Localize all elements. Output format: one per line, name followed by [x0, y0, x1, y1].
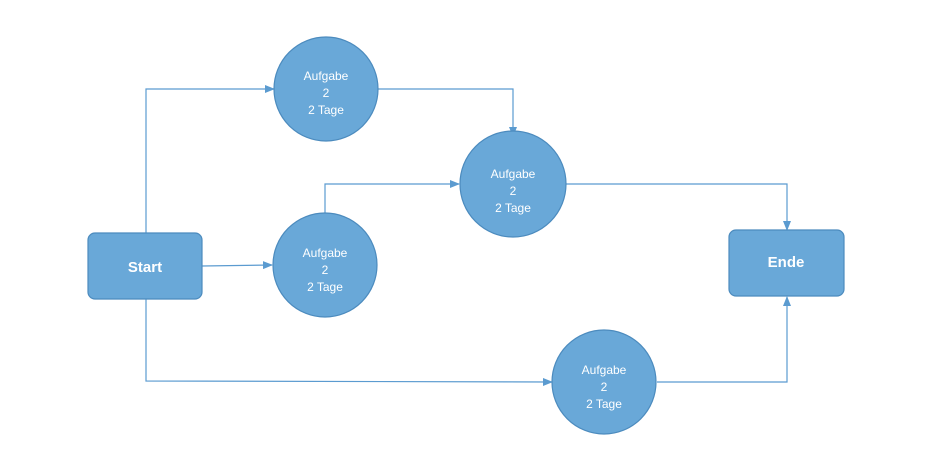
task-node-top[interactable]: Aufgabe 2 2 Tage	[273, 36, 379, 142]
task-top-duration: 2 Tage	[308, 103, 344, 117]
task-center-duration: 2 Tage	[495, 201, 531, 215]
connector-task-center-to-end	[566, 183, 791, 231]
connector-start-to-task-bottom	[145, 299, 553, 386]
task-center-number: 2	[510, 184, 517, 198]
end-label: Ende	[768, 254, 805, 271]
connector-start-to-task-top	[145, 85, 275, 233]
task-node-center[interactable]: Aufgabe 2 2 Tage	[459, 130, 567, 238]
task-node-middle[interactable]: Aufgabe 2 2 Tage	[272, 212, 378, 318]
task-bottom-number: 2	[601, 380, 608, 394]
end-node[interactable]: Ende	[728, 229, 845, 297]
connector-task-middle-to-task-center	[324, 180, 460, 213]
connector-start-to-task-middle	[201, 261, 273, 270]
task-middle-duration: 2 Tage	[307, 280, 343, 294]
task-middle-title: Aufgabe	[303, 246, 348, 260]
task-bottom-duration: 2 Tage	[586, 397, 622, 411]
task-bottom-title: Aufgabe	[582, 363, 627, 377]
task-top-title: Aufgabe	[304, 69, 349, 83]
task-center-title: Aufgabe	[491, 167, 536, 181]
connector-task-top-to-task-center	[378, 88, 517, 137]
start-label: Start	[128, 259, 162, 276]
connector-task-bottom-to-end	[657, 296, 791, 383]
start-node[interactable]: Start	[87, 232, 203, 300]
task-node-bottom[interactable]: Aufgabe 2 2 Tage	[551, 329, 657, 435]
task-top-number: 2	[323, 86, 330, 100]
task-middle-number: 2	[322, 263, 329, 277]
